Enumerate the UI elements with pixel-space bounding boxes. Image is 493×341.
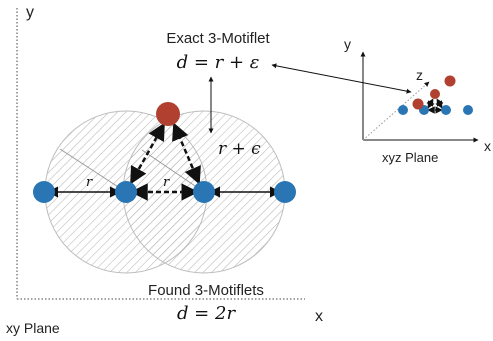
pointer-arrow-to-inset <box>271 63 412 94</box>
xyz-plane-label: xyz Plane <box>382 150 438 165</box>
inset-blue-1 <box>398 105 408 115</box>
r-plus-epsilon-label: r + ϵ <box>218 139 261 159</box>
main-x-label: x <box>315 308 323 325</box>
exact-motiflet-title: Exact 3-Motiflet <box>166 30 270 47</box>
dashed-arrow-left-diag <box>129 122 166 185</box>
point-blue-2 <box>115 181 137 203</box>
inset-dashed-r <box>435 98 444 109</box>
inset-red-2 <box>444 75 456 87</box>
radius-label-left: r <box>86 175 93 190</box>
found-motiflets-formula: d = 2r <box>177 303 237 324</box>
main-points <box>33 102 296 203</box>
inset-y-label: y <box>344 36 351 52</box>
radius-line-left <box>59 148 127 193</box>
xy-plane-label: xy Plane <box>6 320 60 336</box>
inset-points <box>398 75 473 115</box>
point-blue-3 <box>193 181 215 203</box>
point-red <box>156 102 180 126</box>
point-blue-1 <box>33 181 55 203</box>
found-motiflets-title: Found 3-Motiflets <box>148 282 264 299</box>
inset-axes <box>360 51 479 143</box>
inset-z-label: z <box>416 67 423 83</box>
exact-motiflet-formula: d = r + ε <box>177 52 260 73</box>
radius-label-mid: r <box>163 175 170 190</box>
inset-red-1 <box>430 89 440 99</box>
dashed-arrow-right-diag <box>172 122 201 185</box>
inset-x-label: x <box>484 138 491 154</box>
inset-blue-4 <box>463 105 473 115</box>
inset-blue-3 <box>441 105 451 115</box>
inset-dashed-l <box>426 98 435 109</box>
point-blue-4 <box>274 181 296 203</box>
main-axes <box>16 8 305 300</box>
inset-z-axis <box>362 81 430 141</box>
inset-red-3 <box>412 98 424 110</box>
main-y-label: y <box>26 4 34 21</box>
